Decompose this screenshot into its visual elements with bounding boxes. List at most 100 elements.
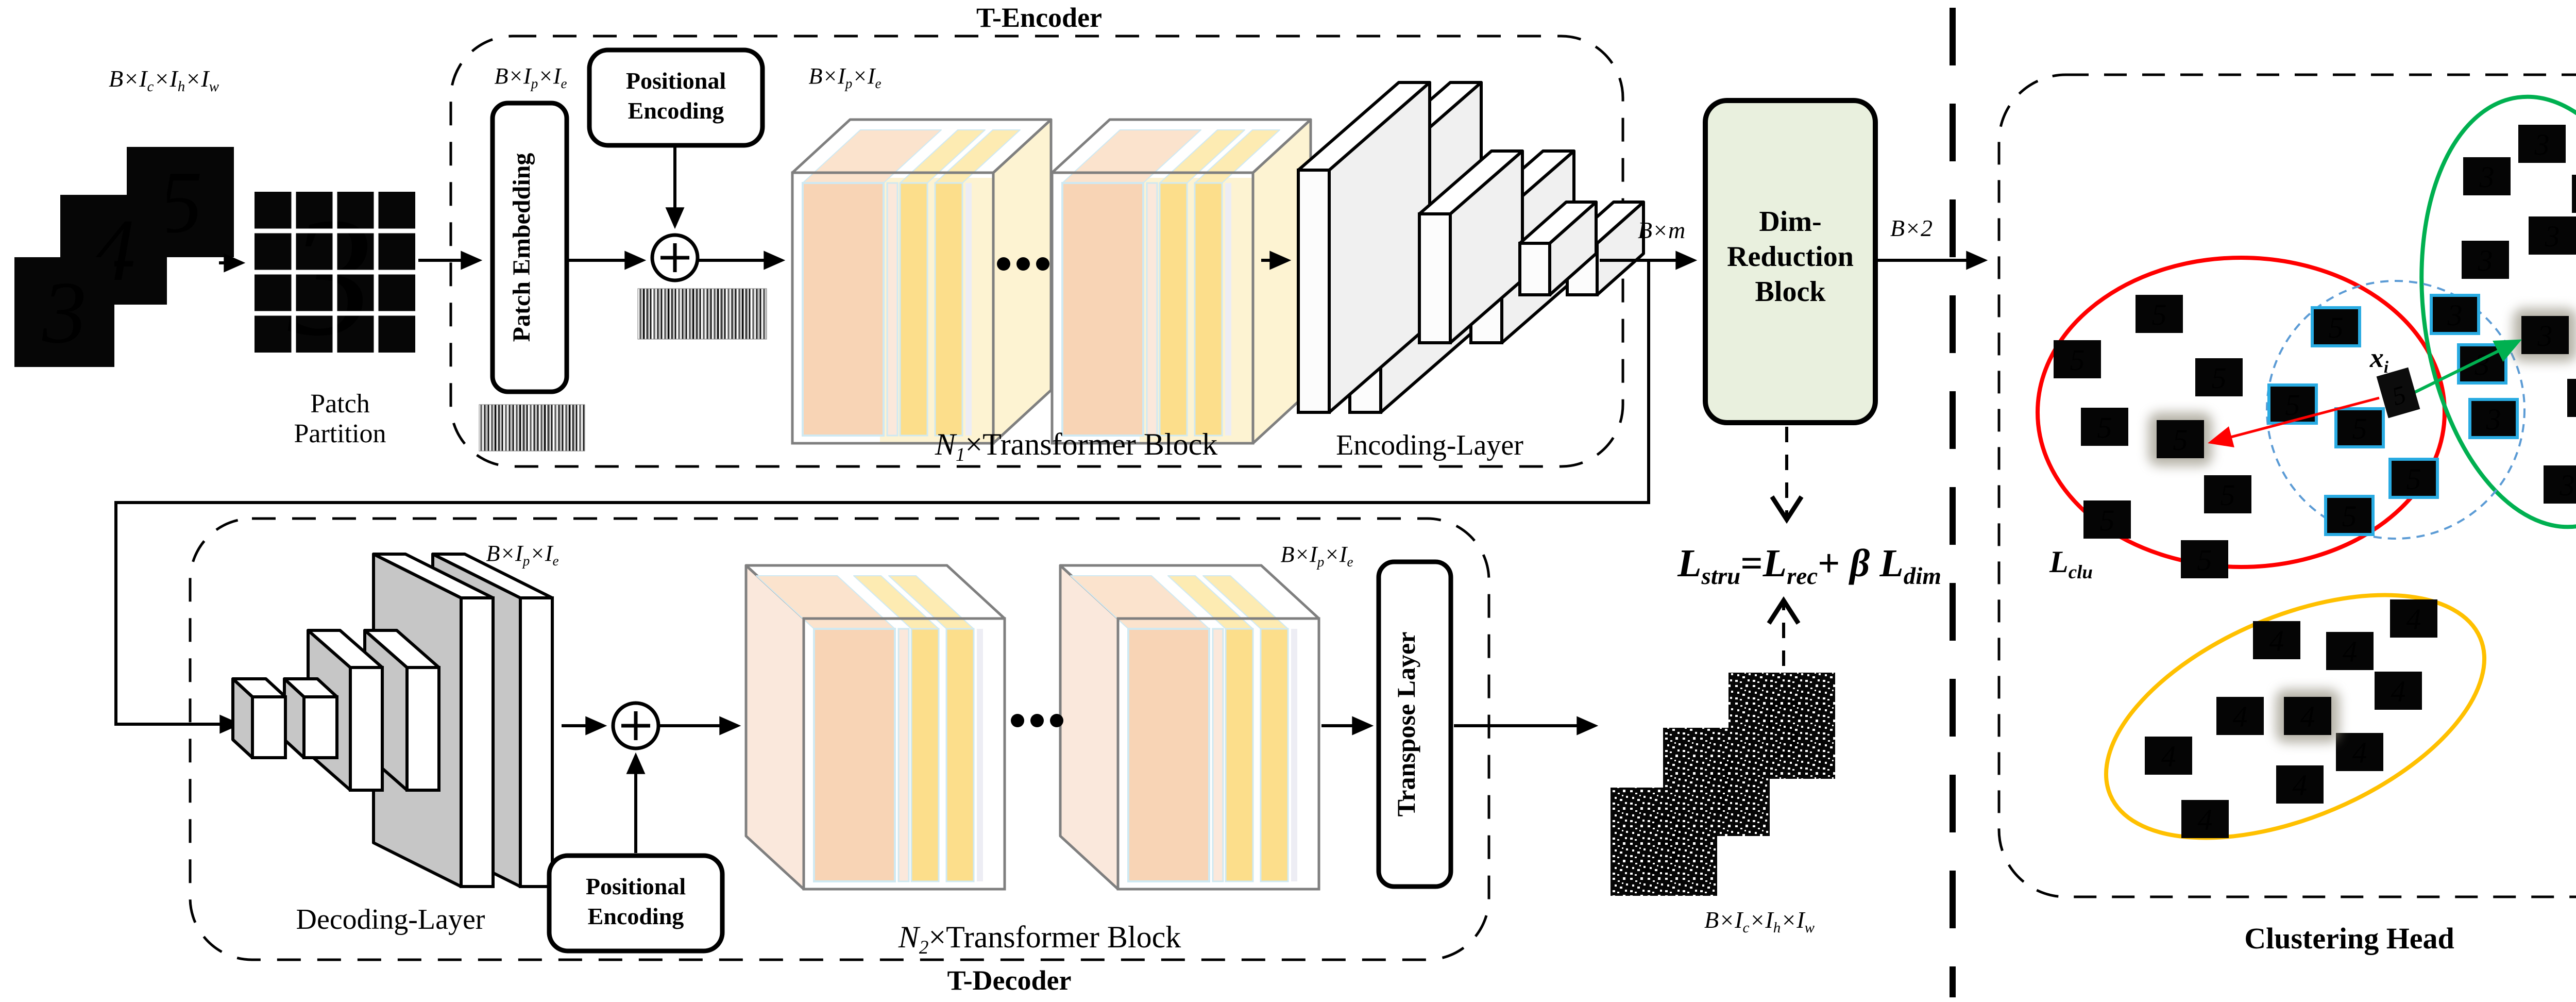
tile-digit: 3 <box>2545 220 2560 253</box>
diagram-face <box>1050 171 1255 445</box>
sum-node-encoder <box>650 233 700 282</box>
math-segment: clu <box>2069 562 2093 583</box>
diagram-face <box>2390 599 2437 638</box>
diagram-face <box>945 628 975 882</box>
clustering-head-box <box>1997 73 2576 898</box>
red-cluster-5s-tile: 5 <box>2136 295 2183 333</box>
tile-digit: 5 <box>2152 298 2167 331</box>
math-segment: c <box>1743 920 1750 936</box>
diagram-face <box>2529 216 2576 255</box>
diagram-face <box>1146 182 1158 437</box>
patch-partition-label-2: Partition <box>294 419 386 448</box>
output-image-3: 3 <box>1611 788 1717 896</box>
diagram-face <box>2430 294 2480 335</box>
tile-digit: 3 <box>2537 319 2553 353</box>
embedding-noise-strip <box>479 404 585 452</box>
math-segment: p <box>522 553 530 569</box>
xi-label: xi <box>2369 342 2389 377</box>
yellow-cluster-4s-tile: 4 <box>2145 737 2192 775</box>
math-segment: β <box>1848 542 1879 585</box>
green-cluster-3s-tile: 3 <box>2518 125 2566 163</box>
tile-digit: 4 <box>2198 803 2213 837</box>
math-segment: ×I <box>1781 907 1806 933</box>
input-digit-3: 3 <box>42 264 87 362</box>
diagram-face <box>1418 212 1452 344</box>
patch-embedding-label: Patch Embedding <box>508 153 535 342</box>
diagram-face <box>965 183 972 436</box>
math-segment: B×I <box>1704 907 1744 933</box>
math-segment: L <box>1677 542 1701 585</box>
transpose-layer-label: Transpose Layer <box>1392 632 1420 817</box>
diagram-face <box>2521 316 2569 354</box>
dim-reduction-block: Dim- Reduction Block <box>1703 98 1878 425</box>
red-cluster-5s-tile: 5 <box>2388 458 2439 499</box>
diagram-face <box>1260 628 1289 882</box>
red-cluster-5s-tile: 5 <box>2334 407 2385 448</box>
neighborhood-dashed-circle <box>2266 280 2526 540</box>
diagram-face <box>2572 175 2576 213</box>
green-cluster-3s-tile: 3 <box>2544 465 2576 504</box>
tile-digit: 5 <box>2212 361 2227 395</box>
transformer-block-cube-decoder <box>1059 564 1320 891</box>
tile-digit: 4 <box>2343 635 2358 669</box>
green-cluster-3s-tile: 3 <box>2567 379 2576 417</box>
diagram-face <box>1116 617 1320 891</box>
math-segment: ×Transformer Block <box>928 920 1181 954</box>
sum-node-decoder <box>611 701 660 750</box>
math-segment: 1 <box>956 444 965 465</box>
tile-digit: 3 <box>2479 160 2495 194</box>
diagram-face <box>1225 183 1231 436</box>
math-segment: i <box>2384 358 2389 377</box>
diagram-face <box>2567 379 2576 417</box>
green-cluster-3s-tile: 3 <box>2462 241 2509 279</box>
yellow-cluster-4s-tile: 4 <box>2375 672 2422 710</box>
math-segment: e <box>875 76 882 91</box>
math-segment: N <box>935 427 957 461</box>
positional-encoding-decoder-label-1: Positional <box>586 873 686 899</box>
input-images: B×Ic×Ih×Iw 5 4 3 <box>14 65 234 367</box>
diagram-face <box>2334 407 2385 448</box>
math-segment: B×I <box>109 65 148 92</box>
green-cluster-3s-tile: 3 <box>2430 294 2480 335</box>
tile-digit: 4 <box>2352 736 2367 770</box>
t-decoder-title: T-Decoder <box>947 965 1072 996</box>
math-segment: L <box>1762 542 1787 585</box>
diagram-face <box>1212 628 1224 882</box>
math-segment: rec <box>1787 563 1818 590</box>
n1-transformer-label: N1×Transformer Block <box>935 427 1217 465</box>
red-cluster-5s-tile: 5 <box>2204 475 2251 513</box>
tile-digit: 5 <box>2342 499 2357 533</box>
decoding-layer-label: Decoding-Layer <box>296 904 485 936</box>
math-segment: p <box>530 76 538 91</box>
decoding-slab <box>363 629 440 792</box>
diagram-face <box>2468 398 2519 439</box>
diagram-face <box>802 182 885 437</box>
math-segment: x <box>2369 342 2384 373</box>
embed-dim-label-2: B×Ip×Ie <box>808 63 881 91</box>
diagram-face <box>1194 182 1223 437</box>
math-segment: e <box>553 553 559 569</box>
diagram-face <box>2253 621 2300 659</box>
diagram-face <box>992 118 1053 445</box>
encoding-slab <box>1518 201 1598 296</box>
red-cluster-5s-tile: 5 <box>2195 358 2243 396</box>
math-segment: B×2 <box>1890 215 1933 241</box>
patch-partition-label-1: Patch <box>310 389 370 419</box>
t-encoder-title: T-Encoder <box>976 2 1102 33</box>
tile-digit: 5 <box>2352 412 2367 445</box>
diagram-face <box>2083 500 2131 539</box>
diagram-face <box>2518 125 2566 163</box>
green-cluster-3s-tile: 3 <box>2513 308 2576 362</box>
tile-digit: 3 <box>2447 298 2463 332</box>
diagram-face <box>405 666 440 792</box>
decoding-layer-slabs <box>231 553 554 888</box>
output-dim-label: B×Ic×Ih×Iw <box>1704 907 1815 936</box>
math-segment: L <box>2049 545 2069 579</box>
diagram-face <box>910 628 940 882</box>
diagram-face <box>1297 169 1331 414</box>
diagram-face <box>1291 629 1297 881</box>
math-segment: p <box>1316 554 1325 570</box>
diagram-face <box>2054 340 2101 378</box>
diagram-face <box>2388 458 2439 499</box>
math-segment: = <box>1740 542 1762 585</box>
